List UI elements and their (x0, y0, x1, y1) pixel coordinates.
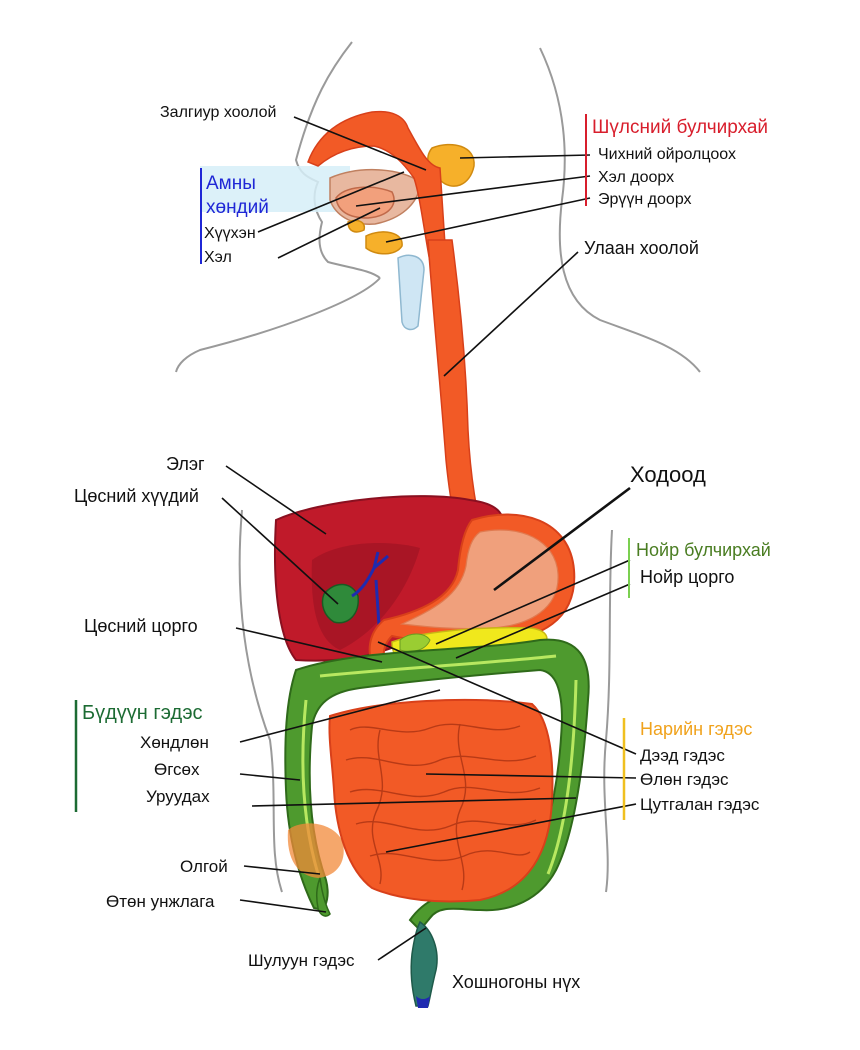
leader-descending (251, 797, 577, 807)
leader-ileum (385, 803, 637, 853)
label-salivary-title: Шүлсний булчирхай (592, 117, 768, 138)
coil-5 (369, 850, 531, 862)
leader-cecum (243, 865, 321, 875)
leader-ascending (239, 773, 301, 781)
leader-liver (225, 465, 327, 535)
gallbladder-shape (321, 583, 359, 624)
label-ileum: Цутгалан гэдэс (640, 795, 760, 814)
coil-6 (371, 729, 384, 885)
head-organs (329, 143, 475, 331)
leader-bile-duct (235, 627, 383, 663)
leader-submandibular (385, 197, 591, 243)
label-cecum: Олгой (180, 857, 228, 876)
leader-jejunum (425, 773, 637, 779)
label-small-title: Нарийн гэдэс (640, 719, 752, 739)
appendix-shape (315, 877, 331, 917)
leader-pancreatic-duct (455, 583, 631, 659)
coil-1 (349, 723, 521, 733)
coil-2 (345, 755, 537, 767)
label-bile-duct: Цөсний цорго (84, 616, 198, 636)
neck-shoulder-right (539, 47, 701, 373)
label-descending: Уруудах (146, 787, 210, 806)
label-liver: Элэг (166, 454, 205, 474)
leader-duodenum (377, 641, 637, 755)
label-stomach: Ходоод (630, 462, 706, 487)
coil-3 (349, 786, 541, 798)
label-transverse: Хөндлөн (140, 733, 209, 752)
label-oral-title-1: Амны (206, 173, 256, 194)
torso-right (603, 529, 613, 893)
leader-rectum (377, 927, 427, 961)
leader-appendix (239, 899, 327, 913)
leader-tongue (277, 207, 381, 259)
label-large-title: Бүдүүн гэдэс (82, 702, 203, 724)
stomach-inner (399, 529, 559, 630)
leader-palate (257, 171, 405, 233)
label-gallbladder: Цөсний хүүдий (74, 486, 199, 506)
label-submandibular: Эрүүн доорх (598, 191, 692, 208)
neck-shoulder-left (175, 277, 381, 373)
label-esophagus: Улаан хоолой (584, 238, 699, 258)
leader-parotid (459, 154, 591, 159)
label-palate: Хүүхэн (204, 225, 256, 242)
leader-transverse (239, 689, 441, 743)
coil-7 (455, 723, 467, 891)
label-rectum: Шулуун гэдэс (248, 951, 355, 970)
label-jejunum: Өлөн гэдэс (640, 770, 729, 789)
leader-esophagus (443, 251, 579, 377)
label-anus: Хошногоны нүх (452, 972, 580, 992)
coil-4 (355, 819, 537, 831)
label-pancreas-title: Нойр булчирхай (636, 540, 771, 560)
small-intestine-coils (345, 723, 541, 891)
leader-pancreas (435, 559, 631, 645)
colon-highlight-transverse (319, 654, 557, 678)
label-pharynx: Залгиур хоолой (160, 104, 276, 121)
label-tongue: Хэл (204, 249, 232, 266)
torso-left (238, 509, 283, 893)
labels: Залгиур хоолой Шүлсний булчирхай Чихний … (74, 104, 771, 992)
label-pancreatic-duct: Нойр цорго (640, 567, 734, 587)
leader-lines (221, 116, 637, 961)
cecum-shape (287, 823, 344, 878)
label-sublingual: Хэл доорх (598, 169, 674, 186)
leader-stomach (493, 486, 631, 592)
leader-sublingual (355, 175, 591, 207)
label-oral-title-2: хөндий (206, 197, 269, 218)
anus-shape (416, 996, 430, 1008)
submandibular-gland (365, 231, 403, 255)
label-appendix: Өтөн унжлага (106, 892, 215, 911)
label-ascending: Өгсөх (154, 760, 200, 779)
colon-highlight-descending (546, 679, 578, 875)
label-duodenum: Дээд гэдэс (640, 746, 725, 765)
label-parotid: Чихний ойролцоох (598, 146, 736, 163)
leader-pharynx (293, 116, 427, 171)
leader-gallbladder (221, 497, 339, 605)
trachea-shape (397, 254, 425, 331)
tongue-shape (335, 186, 395, 219)
